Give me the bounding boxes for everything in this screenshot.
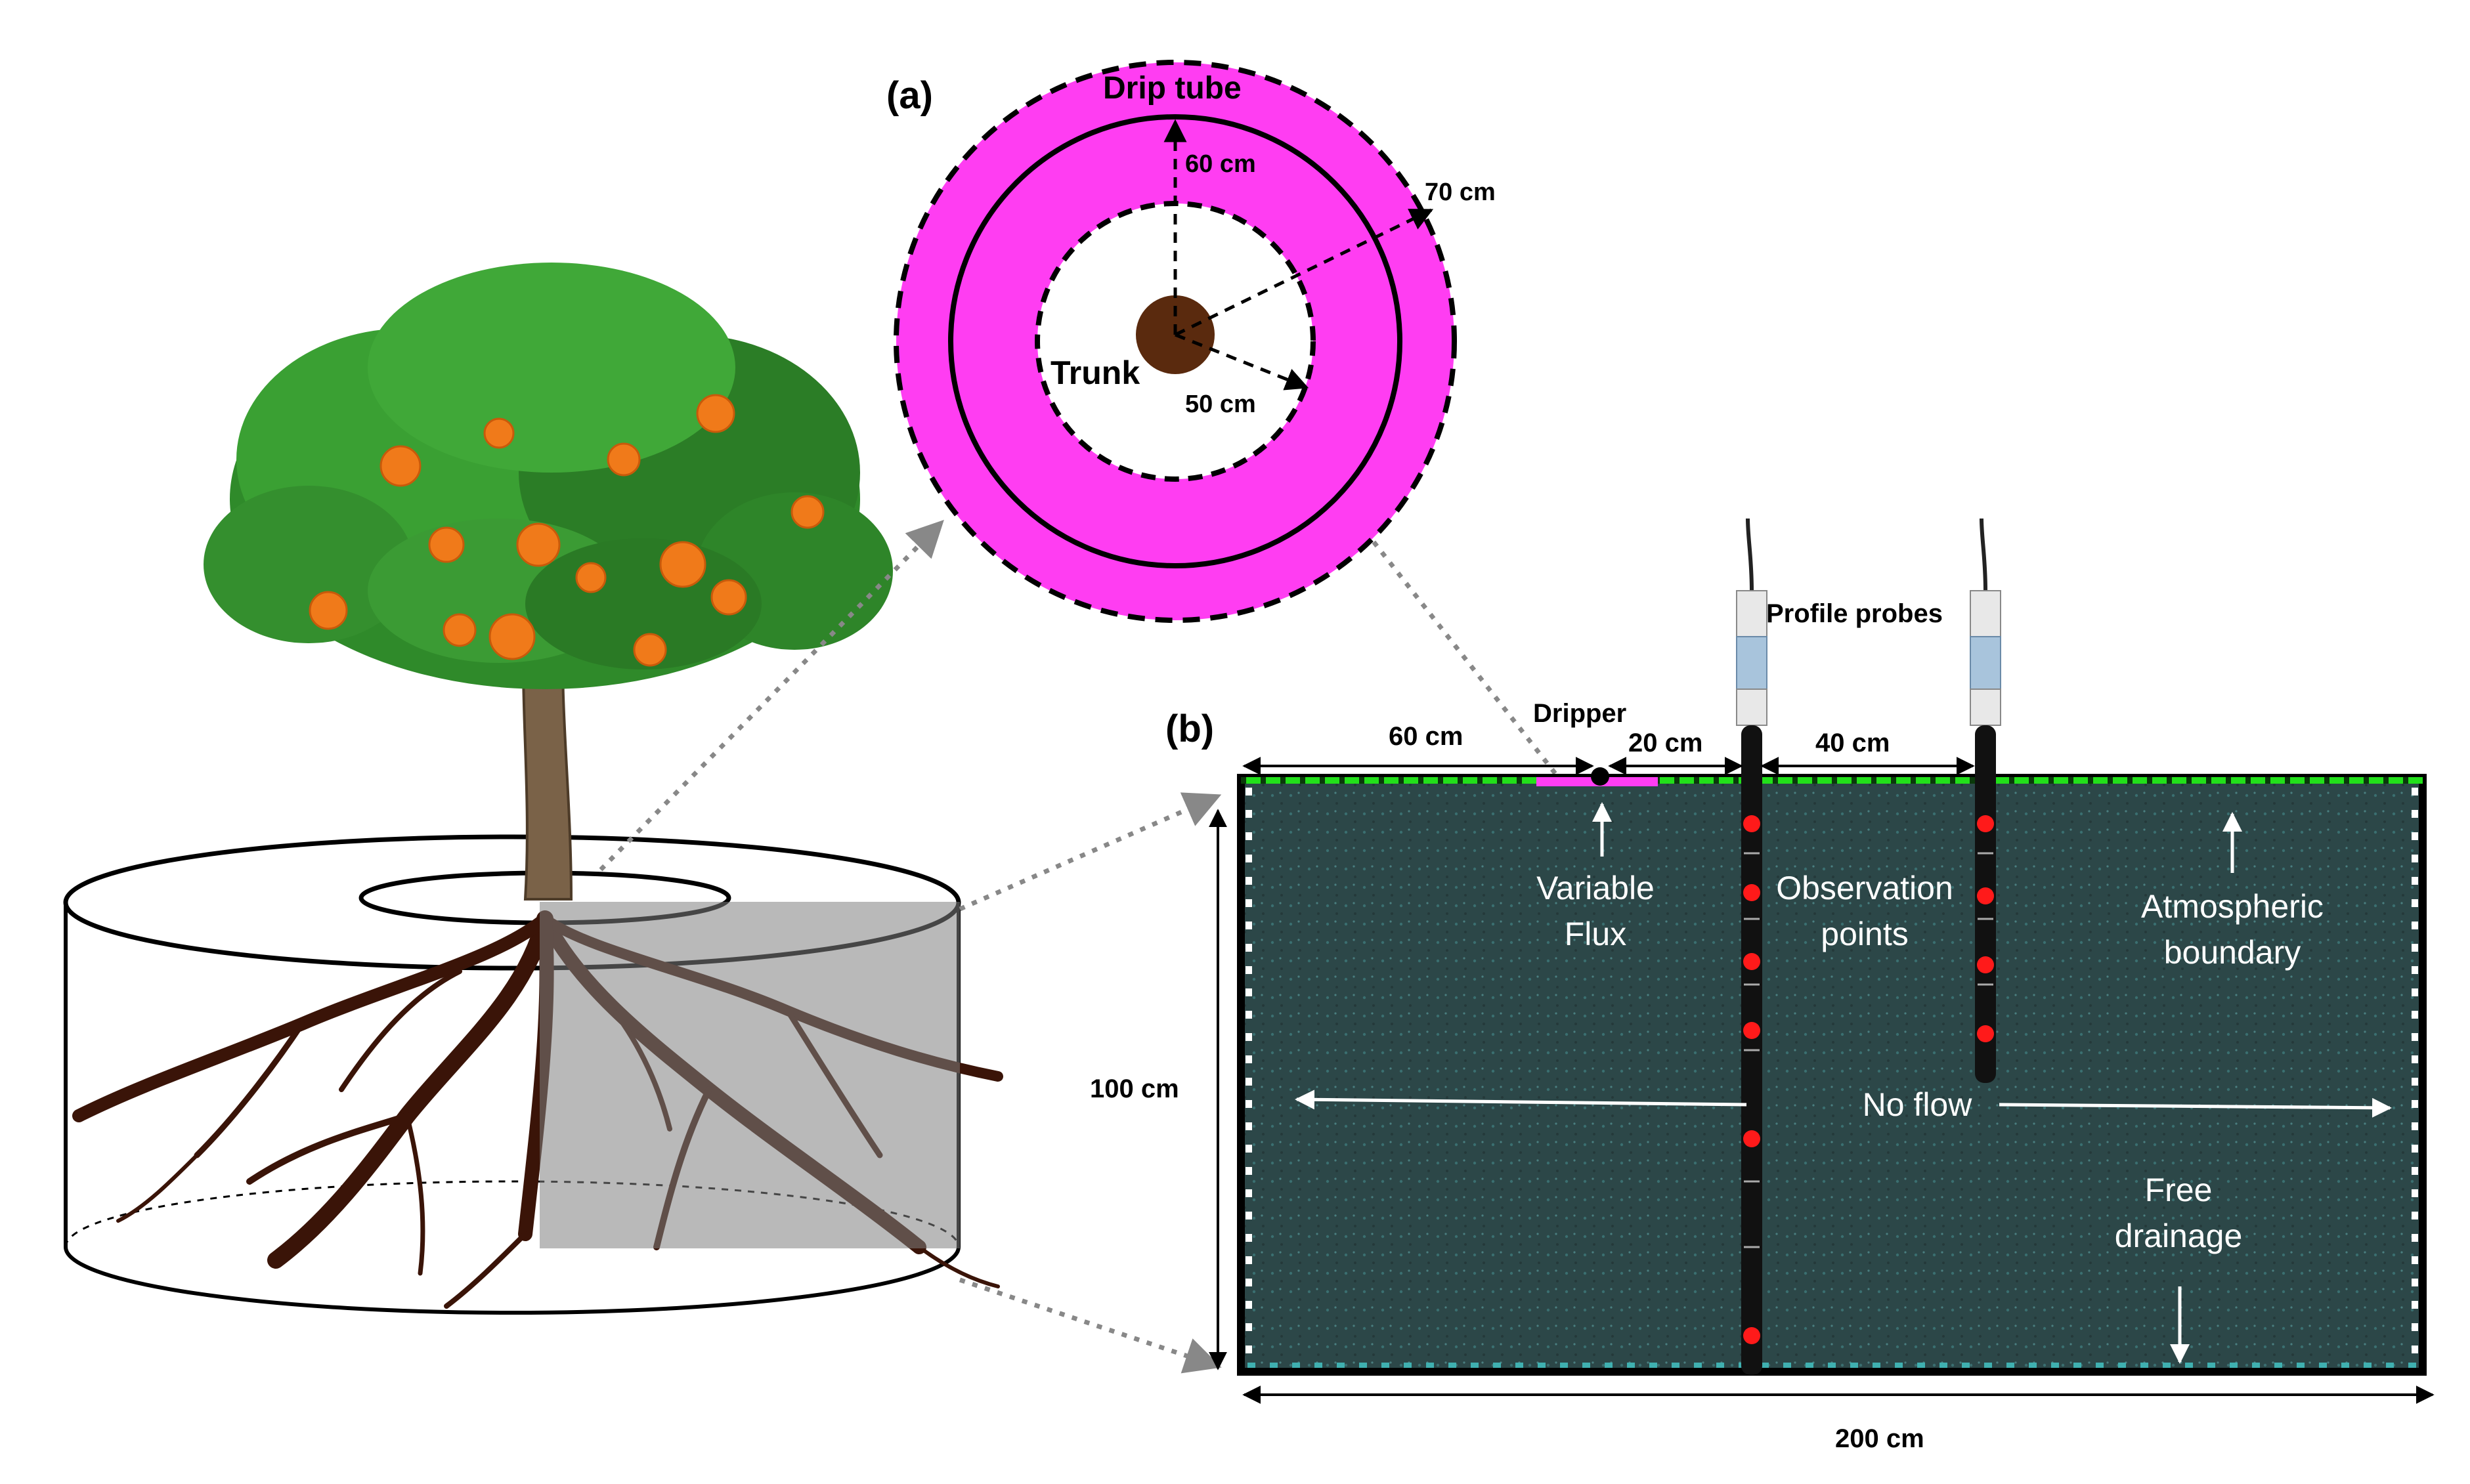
observation-point	[1977, 956, 1994, 973]
atmospheric-label: Atmospheric	[2141, 888, 2324, 925]
boundary-label: boundary	[2164, 934, 2301, 971]
profile-probes-label: Profile probes	[1766, 599, 1943, 628]
no-flow-label: No flow	[1863, 1086, 1973, 1123]
flux-label: Flux	[1565, 916, 1626, 952]
observation-point	[1743, 1130, 1760, 1147]
dripper-label: Dripper	[1533, 699, 1626, 728]
radius-50-label: 50 cm	[1185, 391, 1256, 418]
dim-100-label: 100 cm	[1090, 1074, 1179, 1103]
dimension-arrows	[1209, 757, 2435, 1404]
dim-40-label: 40 cm	[1815, 729, 1890, 757]
radius-70-label: 70 cm	[1425, 179, 1496, 206]
observation-point	[1743, 1327, 1760, 1344]
soil-domain	[1237, 774, 2427, 1376]
panel-b: (b)	[1090, 518, 2435, 1453]
observation-points	[1743, 815, 1994, 1344]
connector-lines	[599, 520, 1558, 1374]
observation-point	[1743, 884, 1760, 901]
panel-b-label: (b)	[1165, 708, 1214, 750]
variable-label: Variable	[1536, 870, 1655, 906]
oranges	[309, 394, 825, 667]
radius-60-label: 60 cm	[1185, 150, 1256, 178]
free-label: Free	[2145, 1172, 2213, 1208]
observation-point	[1743, 815, 1760, 832]
section-overlay	[540, 902, 960, 1248]
dim-200-label: 200 cm	[1835, 1424, 1924, 1453]
no-flow-right-arrow	[1999, 1097, 2392, 1118]
boundary-arrows	[1295, 802, 2392, 1364]
dripper-icon	[1591, 767, 1609, 786]
drip-tube-line	[948, 114, 1402, 568]
observation-point	[1977, 1025, 1994, 1042]
observation-point	[1977, 887, 1994, 904]
drip-tube-label: Drip tube	[1103, 71, 1242, 106]
dim-60-label: 60 cm	[1389, 722, 1463, 751]
observation-label: Observation	[1776, 870, 1953, 906]
trunk-label: Trunk	[1051, 354, 1140, 391]
observation-point	[1743, 953, 1760, 970]
points-label: points	[1821, 916, 1908, 952]
dim-20-label: 20 cm	[1628, 729, 1702, 757]
tree-canopy	[204, 263, 893, 689]
observation-point	[1743, 1022, 1760, 1039]
tree-illustration	[63, 263, 1003, 1315]
radius-arrows	[1163, 119, 1434, 391]
observation-point	[1977, 815, 1994, 832]
drainage-label: drainage	[2115, 1218, 2243, 1254]
panel-a-label: (a)	[886, 74, 933, 117]
panel-a: (a) Drip tube 60 cm 70 cm Trunk 50 cm	[886, 60, 1496, 623]
no-flow-left-arrow	[1295, 1090, 1747, 1110]
